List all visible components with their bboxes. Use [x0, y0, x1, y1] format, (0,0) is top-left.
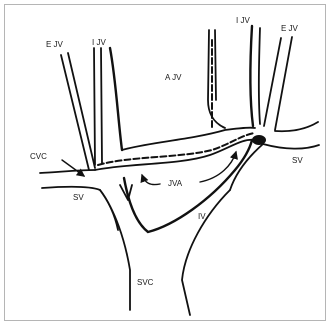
- figure-border: [4, 4, 326, 321]
